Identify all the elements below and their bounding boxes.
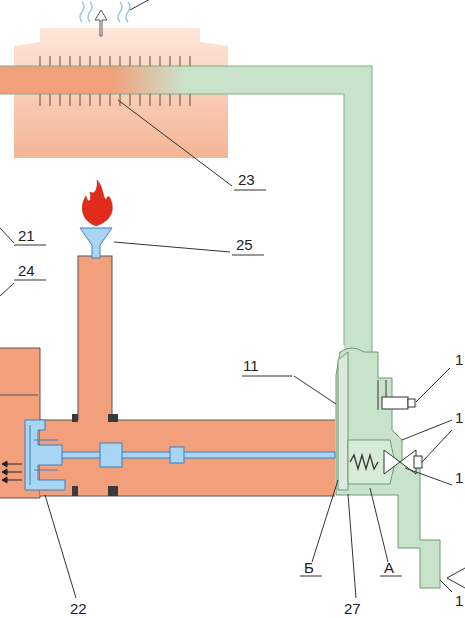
callout-number: 1	[455, 470, 463, 485]
callout-number: 25	[236, 237, 253, 252]
callout-number: 24	[18, 263, 35, 278]
callout-number: 1	[455, 352, 463, 367]
callout-number: 23	[238, 172, 255, 187]
callout-number: 21	[18, 228, 35, 243]
region-letter: А	[384, 560, 394, 575]
callout-number: 27	[344, 601, 361, 616]
region-letter: Б	[304, 560, 314, 575]
callout-number: 22	[70, 601, 87, 616]
callout-number: 11	[243, 358, 259, 373]
callout-number: 1	[455, 410, 463, 425]
callout-number: 1	[455, 593, 463, 608]
